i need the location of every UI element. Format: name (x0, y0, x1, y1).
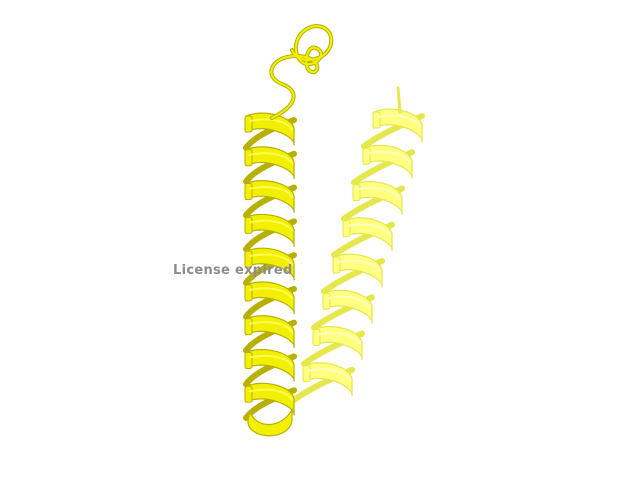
helix-b-terminus (396, 86, 402, 114)
helix-a-ribbon-highlight (249, 118, 293, 131)
helix-b-ribbon-highlight (307, 368, 351, 382)
helix-b-ribbon-highlight (317, 332, 361, 345)
helix-a-ribbon-highlight (249, 152, 293, 165)
loop-chain-a (269, 24, 334, 120)
helix-a-ribbon-edge (244, 318, 253, 336)
helix-b-ribbon-edge (332, 256, 341, 274)
helix-a-bottom-cap (247, 407, 293, 437)
helix-a-ribbon-highlight (249, 287, 293, 300)
helix-a-ribbon-highlight (249, 354, 293, 367)
helix-b-ribbon-turn (323, 289, 373, 324)
helix-a-ribbon-edge (244, 149, 253, 167)
helix-a-ribbon-highlight (249, 321, 293, 334)
helix-chain-b (291, 86, 425, 403)
helix-b-ribbon-turn (373, 108, 423, 143)
helix-b-ribbon-edge (342, 220, 351, 238)
helix-b-ribbon-highlight (377, 114, 421, 128)
helix-a-loop-highlight (270, 25, 333, 119)
helix-b-ribbon-highlight (357, 187, 401, 200)
helix-a-ribbon-edge (244, 115, 253, 133)
helix-b-ribbon-highlight (367, 150, 411, 164)
helix-b-ribbon-turn (353, 181, 403, 215)
helix-b-ribbon-edge (362, 147, 371, 165)
helix-b-ribbon-turn (313, 326, 363, 360)
helix-b-ribbon-highlight (327, 295, 371, 309)
helix-b-ribbon-edge (372, 111, 381, 129)
helix-a-ribbon-edge (244, 385, 253, 403)
helix-a-ribbon-highlight (249, 186, 293, 199)
helix-a-ribbon-highlight (249, 388, 293, 401)
helix-b-ribbon-turn (303, 362, 353, 397)
helix-b-ribbon-edge (312, 329, 321, 346)
helix-b-ribbon-turn (343, 217, 393, 252)
helix-a-loop (269, 24, 334, 120)
helix-b-ribbon-edge (352, 184, 361, 201)
helix-b-ribbon-edge (302, 365, 311, 383)
helix-a-ribbon-highlight (249, 253, 293, 266)
license-watermark: License expired (173, 263, 293, 278)
helix-b-ribbon-edge (322, 292, 331, 310)
helix-b-ribbon-turn (363, 144, 413, 179)
helix-a-ribbon-edge (244, 183, 253, 201)
helix-a-ribbon-edge (244, 284, 253, 302)
helix-chain-a (243, 112, 297, 437)
helix-b-ribbon-highlight (347, 223, 391, 237)
helix-a-ribbon-highlight (249, 219, 293, 232)
helix-b-ribbon-turn (333, 253, 383, 288)
helix-b-ribbon-highlight (337, 259, 381, 273)
helix-a-ribbon-edge (244, 216, 253, 234)
helix-a-ribbon-edge (244, 351, 253, 369)
